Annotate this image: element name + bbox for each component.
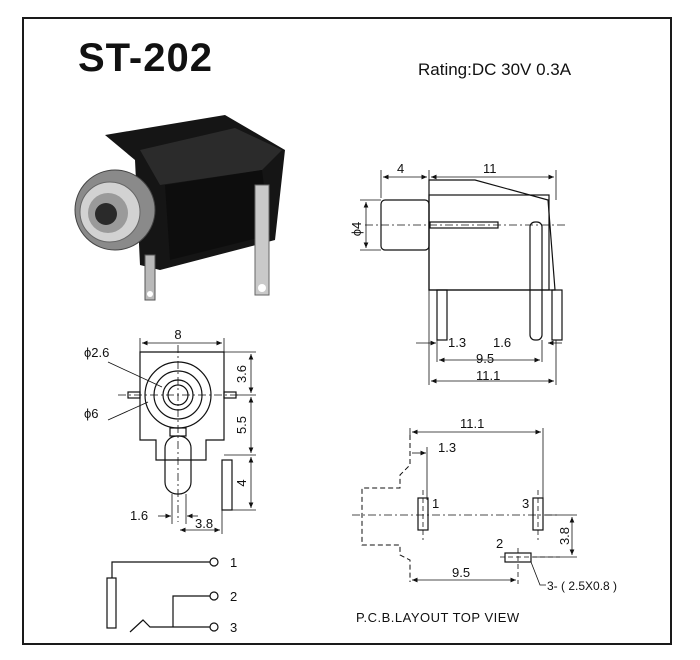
side-dim-9-5: 9.5 — [476, 351, 494, 366]
pcb-layout-drawing — [352, 428, 577, 586]
pcb-layout-caption: P.C.B.LAYOUT TOP VIEW — [356, 610, 520, 625]
front-dim-5-5: 5.5 — [234, 416, 249, 434]
pcb-pad-note: 3- ( 2.5X0.8 ) — [547, 579, 617, 593]
front-dim-1-6: 1.6 — [130, 508, 148, 523]
front-dim-4: 4 — [234, 479, 249, 486]
pcb-pad-3-label: 3 — [522, 496, 529, 511]
rating-text: Rating:DC 30V 0.3A — [418, 60, 572, 79]
side-dim-1-6: 1.6 — [493, 335, 511, 350]
pcb-dim-1-3: 1.3 — [438, 440, 456, 455]
pcb-pad-2-label: 2 — [496, 536, 503, 551]
schematic-pin-2: 2 — [230, 589, 237, 604]
side-dim-4: 4 — [397, 161, 404, 176]
pcb-dim-9-5: 9.5 — [452, 565, 470, 580]
side-dim-11-1: 11.1 — [476, 368, 500, 383]
part-title: ST-202 — [78, 36, 213, 80]
pcb-dim-11-1: 11.1 — [460, 416, 484, 431]
pcb-dim-3-8: 3.8 — [557, 527, 572, 545]
front-dim-3-6: 3.6 — [234, 365, 249, 383]
drawing-frame — [22, 17, 672, 645]
front-dim-8: 8 — [174, 327, 181, 342]
front-dim-phi6: ϕ6 — [84, 406, 99, 421]
side-view — [360, 170, 565, 385]
front-dim-3-8: 3.8 — [195, 516, 213, 531]
product-photo — [74, 115, 285, 301]
side-dim-phi4: ϕ4 — [349, 222, 364, 237]
schematic-pin-3: 3 — [230, 620, 237, 635]
pcb-pad-1-label: 1 — [432, 496, 439, 511]
pin-schematic — [106, 557, 219, 633]
front-dim-phi2-6: ϕ2.6 — [84, 345, 109, 360]
schematic-pin-1: 1 — [230, 555, 237, 570]
side-dim-11: 11 — [483, 161, 497, 176]
side-dim-1-3: 1.3 — [448, 335, 466, 350]
front-view — [107, 338, 256, 534]
